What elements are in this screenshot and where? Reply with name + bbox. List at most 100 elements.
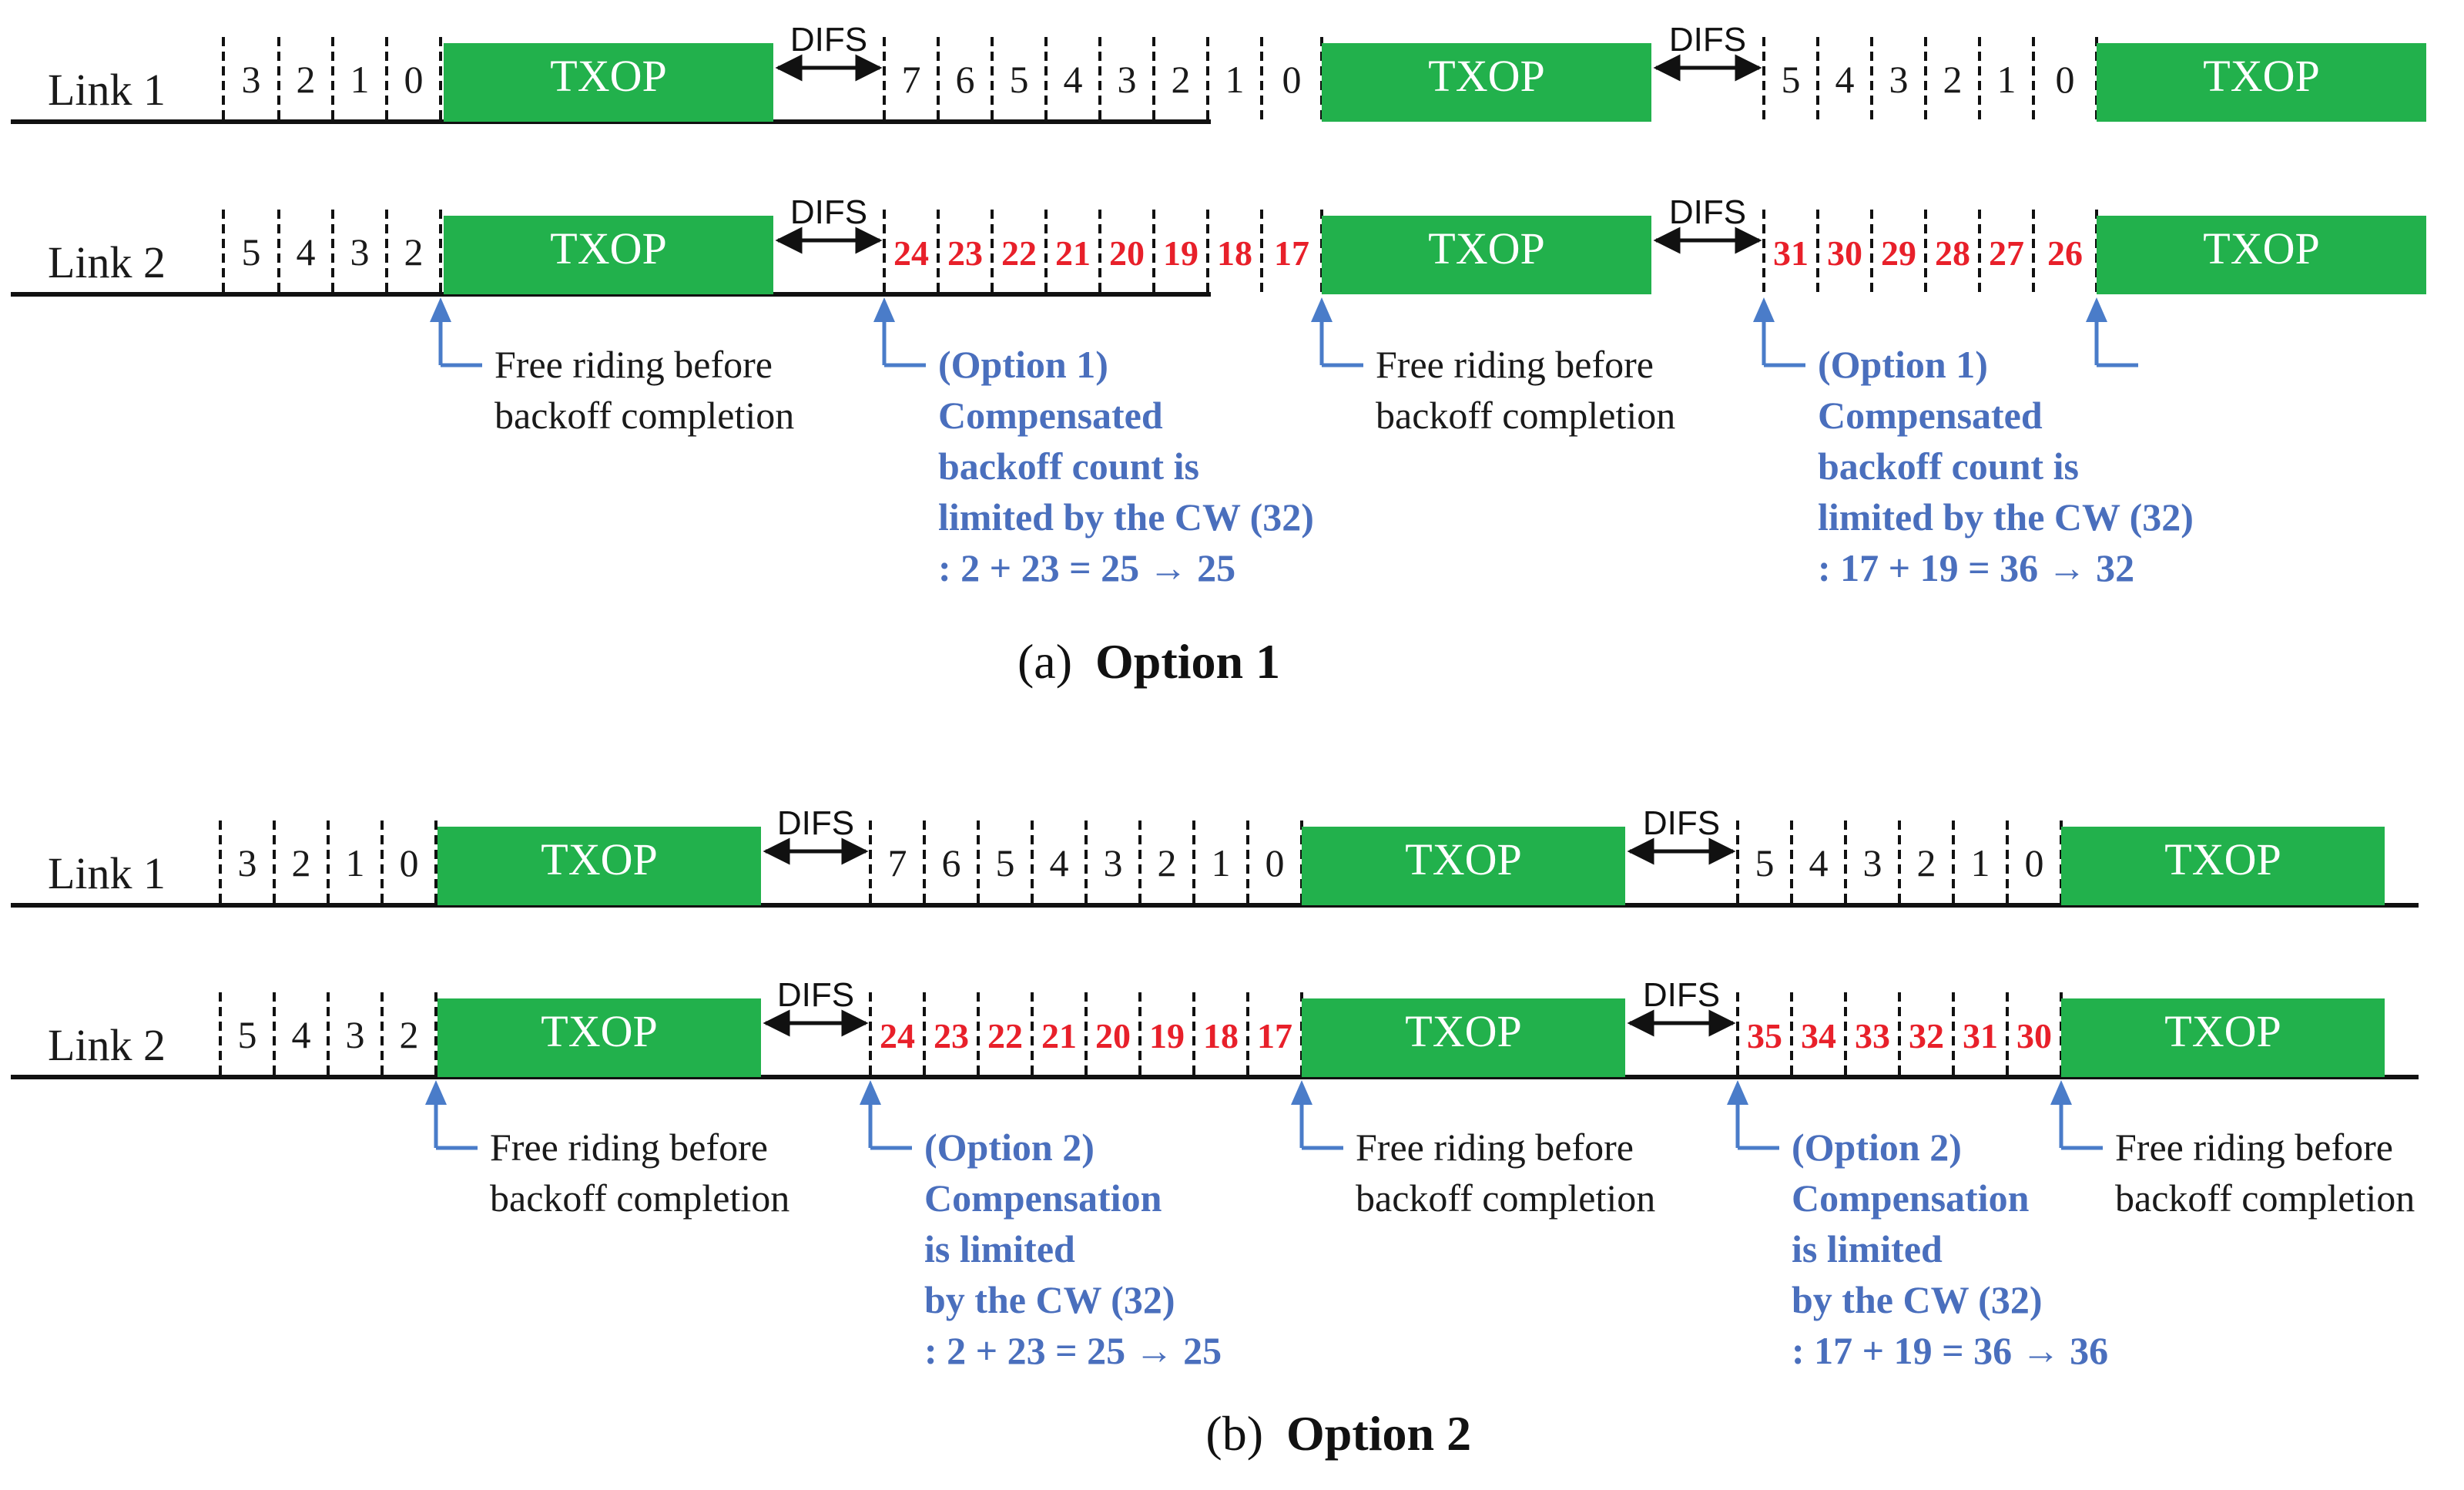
backoff-count: 1 [1225, 58, 1245, 101]
backoff-count: 0 [1266, 841, 1285, 884]
backoff-count: 17 [1274, 233, 1309, 273]
panel-caption: (a)Option 1 [1017, 634, 1280, 689]
backoff-count: 23 [934, 1016, 969, 1055]
pointer-arrowhead [2050, 1080, 2072, 1105]
backoff-count: 3 [242, 58, 261, 101]
backoff-count: 2 [404, 230, 424, 274]
backoff-count: 1 [346, 841, 365, 884]
backoff-count: 7 [888, 841, 907, 884]
backoff-count: 5 [238, 1013, 257, 1056]
pointer-arrowhead [1753, 297, 1775, 322]
link-label: Link 1 [48, 65, 166, 115]
backoff-count: 32 [1909, 1016, 1944, 1055]
backoff-count: 5 [1782, 58, 1801, 101]
backoff-count: 0 [400, 841, 419, 884]
difs-label: DIFS [1669, 193, 1746, 231]
backoff-count: 34 [1801, 1016, 1836, 1055]
link-label: Link 1 [48, 848, 166, 898]
annotation-text: is limited [924, 1227, 1075, 1270]
annotation-text: backoff completion [1376, 394, 1675, 437]
caption-title: Option 2 [1286, 1406, 1471, 1461]
annotation-text: : 2 + 23 = 25 → 25 [924, 1329, 1222, 1372]
backoff-count: 3 [238, 841, 257, 884]
annotation-text: backoff count is [938, 445, 1199, 488]
annotation-text: (Option 2) [1792, 1126, 1962, 1169]
backoff-count: 18 [1203, 1016, 1239, 1055]
annotations: Free riding before backoff completion (Opt… [430, 297, 2194, 589]
txop-block [2061, 998, 2385, 1077]
link-label: Link 2 [48, 237, 166, 287]
annotation-text: (Option 1) [1818, 343, 1988, 386]
pointer-arrowhead [1311, 297, 1333, 322]
txop-block [444, 43, 773, 122]
backoff-count: 23 [947, 233, 983, 273]
backoff-count: 5 [1010, 58, 1029, 101]
txop-block [444, 216, 773, 294]
backoff-count: 21 [1055, 233, 1091, 273]
backoff-count: 33 [1855, 1016, 1890, 1055]
difs-label: DIFS [790, 21, 867, 59]
backoff-count: 19 [1149, 1016, 1185, 1055]
annotation-text: Free riding before [494, 343, 773, 386]
backoff-count: 4 [292, 1013, 311, 1056]
backoff-count: 1 [350, 58, 370, 101]
backoff-count: 31 [1773, 233, 1809, 273]
pointer-arrowhead [425, 1080, 447, 1105]
backoff-count: 6 [956, 58, 975, 101]
annotation-text: backoff count is [1818, 445, 2079, 488]
annotation-text: Compensated [938, 394, 1163, 437]
difs-label: DIFS [1669, 21, 1746, 59]
txop-block [1302, 998, 1625, 1077]
backoff-count: 17 [1257, 1016, 1292, 1055]
pointer-arrowhead [1727, 1080, 1748, 1105]
backoff-count: 30 [2016, 1016, 2052, 1055]
annotations: Free riding before backoff completion (Opt… [425, 1080, 2415, 1372]
txop-label: TXOP [1428, 51, 1544, 101]
backoff-count: 4 [297, 230, 316, 274]
backoff-count: 5 [1755, 841, 1775, 884]
backoff-count: 19 [1163, 233, 1198, 273]
backoff-count: 3 [346, 1013, 365, 1056]
backoff-count: 4 [1835, 58, 1855, 101]
annotation-text: : 17 + 19 = 36 → 36 [1792, 1329, 2108, 1372]
backoff-count: 21 [1041, 1016, 1077, 1055]
txop-label: TXOP [541, 1006, 657, 1056]
link-label: Link 2 [48, 1020, 166, 1070]
annotation-text: backoff completion [1356, 1176, 1655, 1220]
backoff-count: 2 [292, 841, 311, 884]
backoff-count: 3 [1889, 58, 1909, 101]
backoff-count: 4 [1064, 58, 1083, 101]
annotation-text: Free riding before [490, 1126, 768, 1169]
backoff-count: 6 [942, 841, 961, 884]
txop-label: TXOP [550, 223, 666, 274]
backoff-count: 0 [2025, 841, 2044, 884]
annotation-text: backoff completion [490, 1176, 789, 1220]
annotation-text: limited by the CW (32) [1818, 495, 2194, 539]
annotation-text: by the CW (32) [1792, 1278, 2042, 1321]
backoff-count: 18 [1217, 233, 1252, 273]
txop-block [437, 827, 761, 905]
txop-block [2097, 43, 2426, 122]
txop-block [1322, 216, 1651, 294]
annotation-text: limited by the CW (32) [938, 495, 1314, 539]
backoff-count: 1 [1997, 58, 2016, 101]
txop-block [1322, 43, 1651, 122]
annotation-text: Compensation [924, 1176, 1162, 1220]
txop-label: TXOP [541, 834, 657, 884]
backoff-count: 3 [1104, 841, 1123, 884]
annotation-text: : 17 + 19 = 36 → 32 [1818, 546, 2134, 589]
backoff-count: 2 [297, 58, 316, 101]
caption-id: (a) [1017, 634, 1072, 689]
txop-block [437, 998, 761, 1077]
txop-block [1302, 827, 1625, 905]
backoff-count: 7 [902, 58, 921, 101]
caption-id: (b) [1205, 1406, 1263, 1461]
difs-label: DIFS [777, 976, 854, 1014]
backoff-count: 26 [2047, 233, 2083, 273]
backoff-count: 5 [996, 841, 1015, 884]
backoff-count: 2 [1158, 841, 1177, 884]
backoff-count: 5 [242, 230, 261, 274]
